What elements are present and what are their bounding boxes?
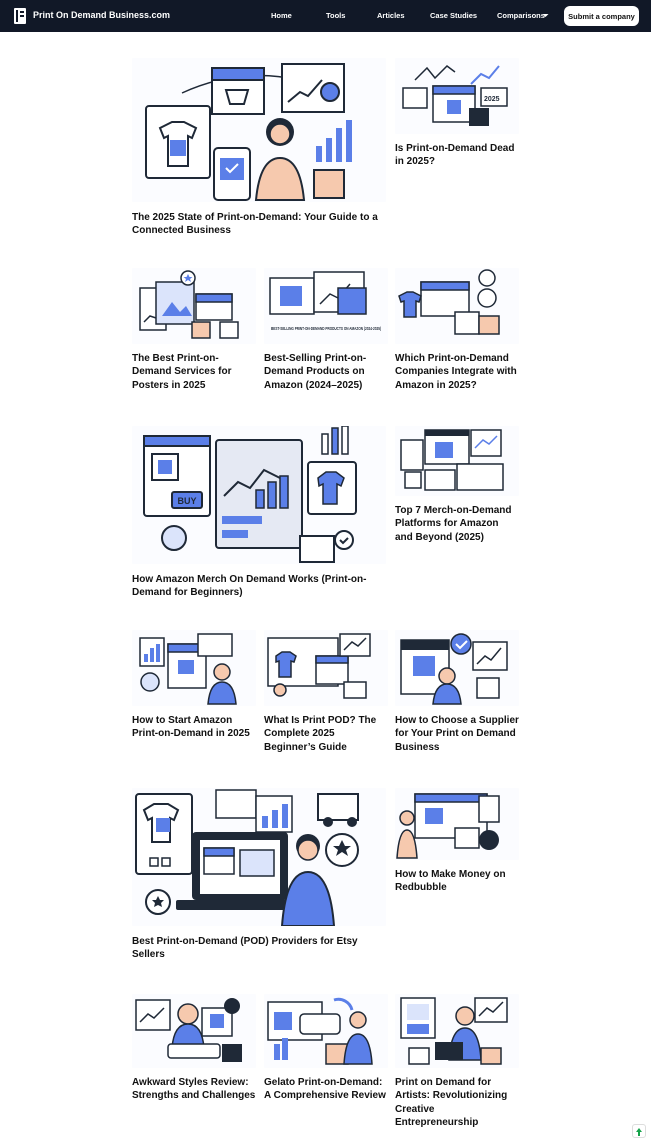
- amazon-integration-illustration[interactable]: [395, 268, 519, 344]
- article-title[interactable]: Print on Demand for Artists: Revolutioni…: [395, 1077, 508, 1128]
- products-caption: BEST-SELLING PRINT-ON-DEMAND PRODUCTS ON…: [271, 326, 381, 331]
- article-card[interactable]: BEST-SELLING PRINT-ON-DEMAND PRODUCTS ON…: [264, 268, 388, 394]
- article-card[interactable]: Gelato Print-on-Demand: A Comprehensive …: [264, 994, 388, 1120]
- brand-name: Print On Demand Business.com: [33, 10, 171, 20]
- article-card[interactable]: How to Choose a Supplier for Your Print …: [395, 630, 519, 756]
- article-card[interactable]: Top 7 Merch-on-Demand Platforms for Amaz…: [395, 426, 519, 562]
- poster-shop-illustration[interactable]: [132, 268, 256, 344]
- article-card[interactable]: Best Print-on-Demand (POD) Providers for…: [132, 788, 386, 964]
- etsy-laptop-illustration[interactable]: [132, 788, 386, 926]
- chevron-down-icon[interactable]: [542, 12, 549, 19]
- redbubble-illustration[interactable]: [395, 788, 519, 860]
- article-card[interactable]: The Best Print-on-Demand Services for Po…: [132, 268, 256, 394]
- brand-logo[interactable]: Print On Demand Business.com: [13, 7, 213, 25]
- merch-dashboard-illustration[interactable]: BUY: [132, 426, 386, 564]
- amazon-products-illustration[interactable]: BEST-SELLING PRINT-ON-DEMAND PRODUCTS ON…: [264, 268, 388, 344]
- article-title[interactable]: How to Start Amazon Print-on-Demand in 2…: [132, 715, 250, 740]
- shop-2025-illustration[interactable]: 2025: [395, 58, 519, 134]
- article-card[interactable]: Which Print-on-Demand Companies Integrat…: [395, 268, 519, 394]
- svg-text:2025: 2025: [484, 96, 500, 103]
- article-title[interactable]: The 2025 State of Print-on-Demand: Your …: [132, 212, 378, 237]
- article-title[interactable]: Top 7 Merch-on-Demand Platforms for Amaz…: [395, 505, 512, 543]
- nav-case-studies[interactable]: Case Studies: [430, 11, 478, 20]
- book-logo-icon: [14, 8, 26, 24]
- article-title[interactable]: Is Print-on-Demand Dead in 2025?: [395, 143, 515, 168]
- arrow-up-icon: [636, 1128, 642, 1136]
- scroll-top-button[interactable]: [632, 1124, 646, 1138]
- article-title[interactable]: How to Make Money on Redbubble: [395, 869, 506, 894]
- gelato-illustration[interactable]: [264, 994, 388, 1068]
- article-title[interactable]: Best Print-on-Demand (POD) Providers for…: [132, 936, 358, 961]
- supplier-illustration[interactable]: [395, 630, 519, 706]
- review-illustration[interactable]: [132, 994, 256, 1068]
- top-navbar: Print On Demand Business.com Home Tools …: [0, 0, 651, 32]
- start-amazon-illustration[interactable]: [132, 630, 256, 706]
- article-title[interactable]: Which Print-on-Demand Companies Integrat…: [395, 353, 517, 391]
- nav-comparisons[interactable]: Comparisons: [497, 11, 545, 20]
- article-card[interactable]: Print on Demand for Artists: Revolutioni…: [395, 994, 519, 1130]
- article-card[interactable]: BUY How Amazon Merch On Demand Works (Pr…: [132, 426, 386, 602]
- article-card[interactable]: How to Make Money on Redbubble: [395, 788, 519, 898]
- article-card[interactable]: How to Start Amazon Print-on-Demand in 2…: [132, 630, 256, 756]
- article-title[interactable]: Awkward Styles Review: Strengths and Cha…: [132, 1077, 256, 1102]
- article-title[interactable]: How to Choose a Supplier for Your Print …: [395, 715, 519, 753]
- pod-guide-illustration[interactable]: [264, 630, 388, 706]
- article-card[interactable]: The 2025 State of Print-on-Demand: Your …: [132, 58, 386, 240]
- merch-platforms-illustration[interactable]: [395, 426, 519, 496]
- article-title[interactable]: The Best Print-on-Demand Services for Po…: [132, 353, 232, 391]
- buy-label: BUY: [177, 496, 196, 506]
- article-card[interactable]: Awkward Styles Review: Strengths and Cha…: [132, 994, 256, 1120]
- article-title[interactable]: What Is Print POD? The Complete 2025 Beg…: [264, 715, 377, 753]
- artist-illustration[interactable]: [395, 994, 519, 1068]
- article-title[interactable]: Best-Selling Print-on-Demand Products on…: [264, 353, 367, 391]
- article-card[interactable]: What Is Print POD? The Complete 2025 Beg…: [264, 630, 388, 756]
- nav-tools[interactable]: Tools: [326, 11, 346, 20]
- submit-company-button[interactable]: Submit a company: [564, 6, 639, 26]
- nav-home[interactable]: Home: [271, 11, 292, 20]
- article-title[interactable]: Gelato Print-on-Demand: A Comprehensive …: [264, 1077, 386, 1102]
- article-title[interactable]: How Amazon Merch On Demand Works (Print-…: [132, 574, 367, 599]
- storefront-woman-illustration[interactable]: [132, 58, 386, 202]
- article-card[interactable]: 2025 Is Print-on-Demand Dead in 2025?: [395, 58, 519, 172]
- nav-articles[interactable]: Articles: [377, 11, 405, 20]
